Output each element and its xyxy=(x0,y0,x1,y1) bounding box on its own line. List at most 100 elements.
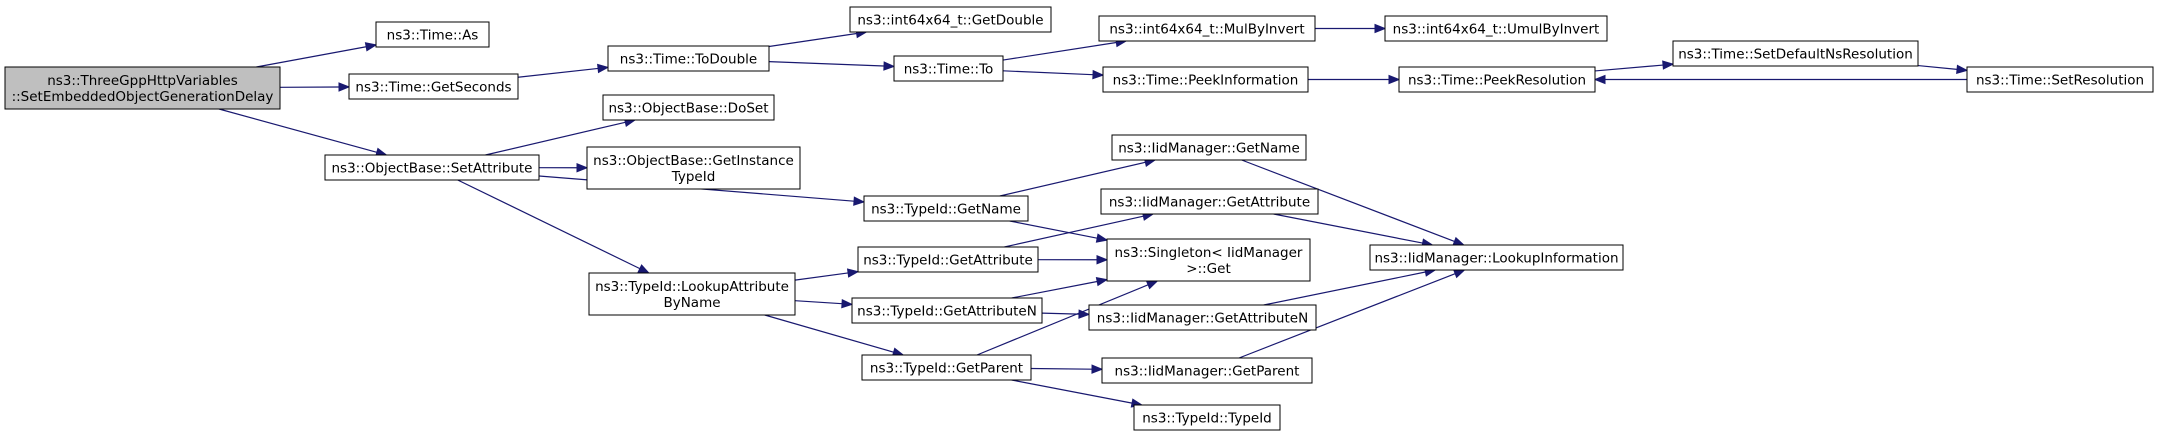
edge-line xyxy=(1030,367,1093,370)
node-box xyxy=(607,45,770,72)
node-time-as[interactable]: ns3::Time::As xyxy=(375,21,490,48)
node-box xyxy=(849,6,1052,33)
node-int64x64-getdouble[interactable]: ns3::int64x64_t::GetDouble xyxy=(849,6,1052,33)
node-typeid-typeid[interactable]: ns3::TypeId::TypeId xyxy=(1133,404,1281,431)
node-typeid-getname[interactable]: ns3::TypeId::GetName xyxy=(863,195,1029,222)
edge-root-to-time_as xyxy=(256,42,378,68)
edge-typeid_getattribute-to-singleton_get xyxy=(1037,255,1109,265)
node-label: ns3::Time::To xyxy=(904,62,994,78)
node-box xyxy=(1384,15,1608,42)
edge-time_to-to-int64x64_mulbyinvert xyxy=(1002,37,1128,61)
edge-line xyxy=(1273,213,1423,244)
edge-arrowhead xyxy=(597,63,610,74)
node-objectbase-setattribute[interactable]: ns3::ObjectBase::SetAttribute xyxy=(324,154,540,181)
node-int64x64-umulbyinvert[interactable]: ns3::int64x64_t::UmulByInvert xyxy=(1384,15,1608,42)
node-box xyxy=(602,94,775,121)
node-time-to[interactable]: ns3::Time::To xyxy=(893,55,1004,82)
node-time-setdefaultnsresolution[interactable]: ns3::Time::SetDefaultNsResolution xyxy=(1672,40,1919,67)
node-box xyxy=(1133,404,1281,431)
node-time-todouble[interactable]: ns3::Time::ToDouble xyxy=(607,45,770,72)
edge-time_to-to-time_peekinformation xyxy=(1002,69,1105,80)
edge-line xyxy=(794,272,849,281)
node-typeid-getparent[interactable]: ns3::TypeId::GetParent xyxy=(861,354,1032,381)
node-int64x64-mulbyinvert[interactable]: ns3::int64x64_t::MulByInvert xyxy=(1098,15,1316,42)
edge-arrowhead xyxy=(364,42,378,52)
edge-typeid_getparent-to-typeid_typeid xyxy=(1011,379,1144,408)
node-box xyxy=(588,272,796,316)
node-iidmanager-getname[interactable]: ns3::IidManager::GetName xyxy=(1111,134,1307,161)
node-box xyxy=(1100,188,1319,215)
node-time-peekresolution[interactable]: ns3::Time::PeekResolution xyxy=(1398,66,1596,93)
node-iidmanager-getattributen[interactable]: ns3::IidManager::GetAttributeN xyxy=(1088,304,1317,331)
edge-time_setdefaultnsresolution-to-time_setresolution xyxy=(1917,64,1969,75)
node-box xyxy=(863,195,1029,222)
node-singleton-get[interactable]: ns3::Singleton< IidManager>::Get xyxy=(1106,238,1311,282)
edge-arrowhead xyxy=(853,196,866,206)
node-label: >::Get xyxy=(1186,261,1230,277)
edge-line xyxy=(218,108,377,153)
edge-arrowhead xyxy=(1388,74,1401,85)
edge-line xyxy=(794,300,843,305)
edge-iidmanager_getparent-to-iidmanager_lookupinformation xyxy=(1238,269,1466,359)
edge-typeid_getattributen-to-singleton_get xyxy=(1011,276,1109,299)
node-iidmanager-getattribute[interactable]: ns3::IidManager::GetAttribute xyxy=(1100,188,1319,215)
node-label: ns3::ObjectBase::DoSet xyxy=(608,101,768,117)
edge-arrowhead xyxy=(1096,255,1109,265)
edge-line xyxy=(1594,64,1664,72)
node-box xyxy=(861,354,1032,381)
edge-line xyxy=(1002,41,1117,61)
node-box xyxy=(1369,244,1624,271)
edge-typeid_lookupattributebyname-to-typeid_getattributen xyxy=(794,298,854,309)
nodes-layer: ns3::ThreeGppHttpVariables::SetEmbeddedO… xyxy=(4,6,2154,431)
node-time-getseconds[interactable]: ns3::Time::GetSeconds xyxy=(348,73,519,100)
node-box xyxy=(1088,304,1317,331)
edge-line xyxy=(485,121,626,156)
node-box xyxy=(375,21,490,48)
edge-root-to-objectbase_setattribute xyxy=(218,108,388,157)
edge-root-to-time_getseconds xyxy=(279,82,351,92)
edge-typeid_getname-to-singleton_get xyxy=(1009,220,1109,243)
node-label: ns3::IidManager::GetName xyxy=(1118,141,1300,157)
edge-arrowhead xyxy=(1145,280,1159,290)
node-box xyxy=(1672,40,1919,67)
node-typeid-getattribute[interactable]: ns3::TypeId::GetAttribute xyxy=(857,246,1039,273)
node-time-setresolution[interactable]: ns3::Time::SetResolution xyxy=(1966,66,2154,93)
edge-time_peekresolution-to-time_setdefaultnsresolution xyxy=(1594,60,1675,72)
edge-time_setresolution-to-time_peekresolution xyxy=(1593,74,1967,85)
node-box xyxy=(586,146,801,190)
edge-arrowhead xyxy=(637,264,651,274)
edge-arrowhead xyxy=(1095,276,1109,287)
node-time-peekinformation[interactable]: ns3::Time::PeekInformation xyxy=(1102,66,1309,93)
edge-line xyxy=(1263,271,1426,306)
node-iidmanager-lookupinformation[interactable]: ns3::IidManager::LookupInformation xyxy=(1369,244,1624,271)
edge-arrowhead xyxy=(846,268,860,278)
node-objectbase-doset[interactable]: ns3::ObjectBase::DoSet xyxy=(602,94,775,121)
node-label: ns3::Time::PeekInformation xyxy=(1113,73,1299,89)
edge-typeid_lookupattributebyname-to-typeid_getattribute xyxy=(794,268,860,281)
node-box xyxy=(348,73,519,100)
node-label: ns3::IidManager::GetParent xyxy=(1115,364,1300,380)
edge-line xyxy=(457,179,641,270)
edge-line xyxy=(1917,64,1958,70)
edge-arrowhead xyxy=(1956,64,1969,75)
edge-line xyxy=(1011,280,1098,299)
node-typeid-getattributen[interactable]: ns3::TypeId::GetAttributeN xyxy=(851,297,1043,324)
node-label: ns3::Time::SetResolution xyxy=(1976,73,2144,89)
edge-int64x64_mulbyinvert-to-int64x64_umulbyinvert xyxy=(1315,23,1387,34)
edge-arrowhead xyxy=(1095,233,1109,243)
node-box xyxy=(1106,238,1311,282)
edge-arrowhead xyxy=(1092,69,1105,80)
node-label: ns3::Singleton< IidManager xyxy=(1115,245,1303,261)
edge-arrowhead xyxy=(1452,269,1466,279)
node-label: ns3::Time::PeekResolution xyxy=(1408,73,1586,89)
node-label: ns3::int64x64_t::GetDouble xyxy=(857,13,1043,29)
node-label: ::SetEmbeddedObjectGenerationDelay xyxy=(12,89,274,105)
edge-line xyxy=(256,46,367,68)
node-iidmanager-getparent[interactable]: ns3::IidManager::GetParent xyxy=(1101,357,1313,384)
node-root[interactable]: ns3::ThreeGppHttpVariables::SetEmbeddedO… xyxy=(4,66,281,110)
edge-line xyxy=(768,32,857,48)
edge-time_getseconds-to-time_todouble xyxy=(517,63,610,78)
